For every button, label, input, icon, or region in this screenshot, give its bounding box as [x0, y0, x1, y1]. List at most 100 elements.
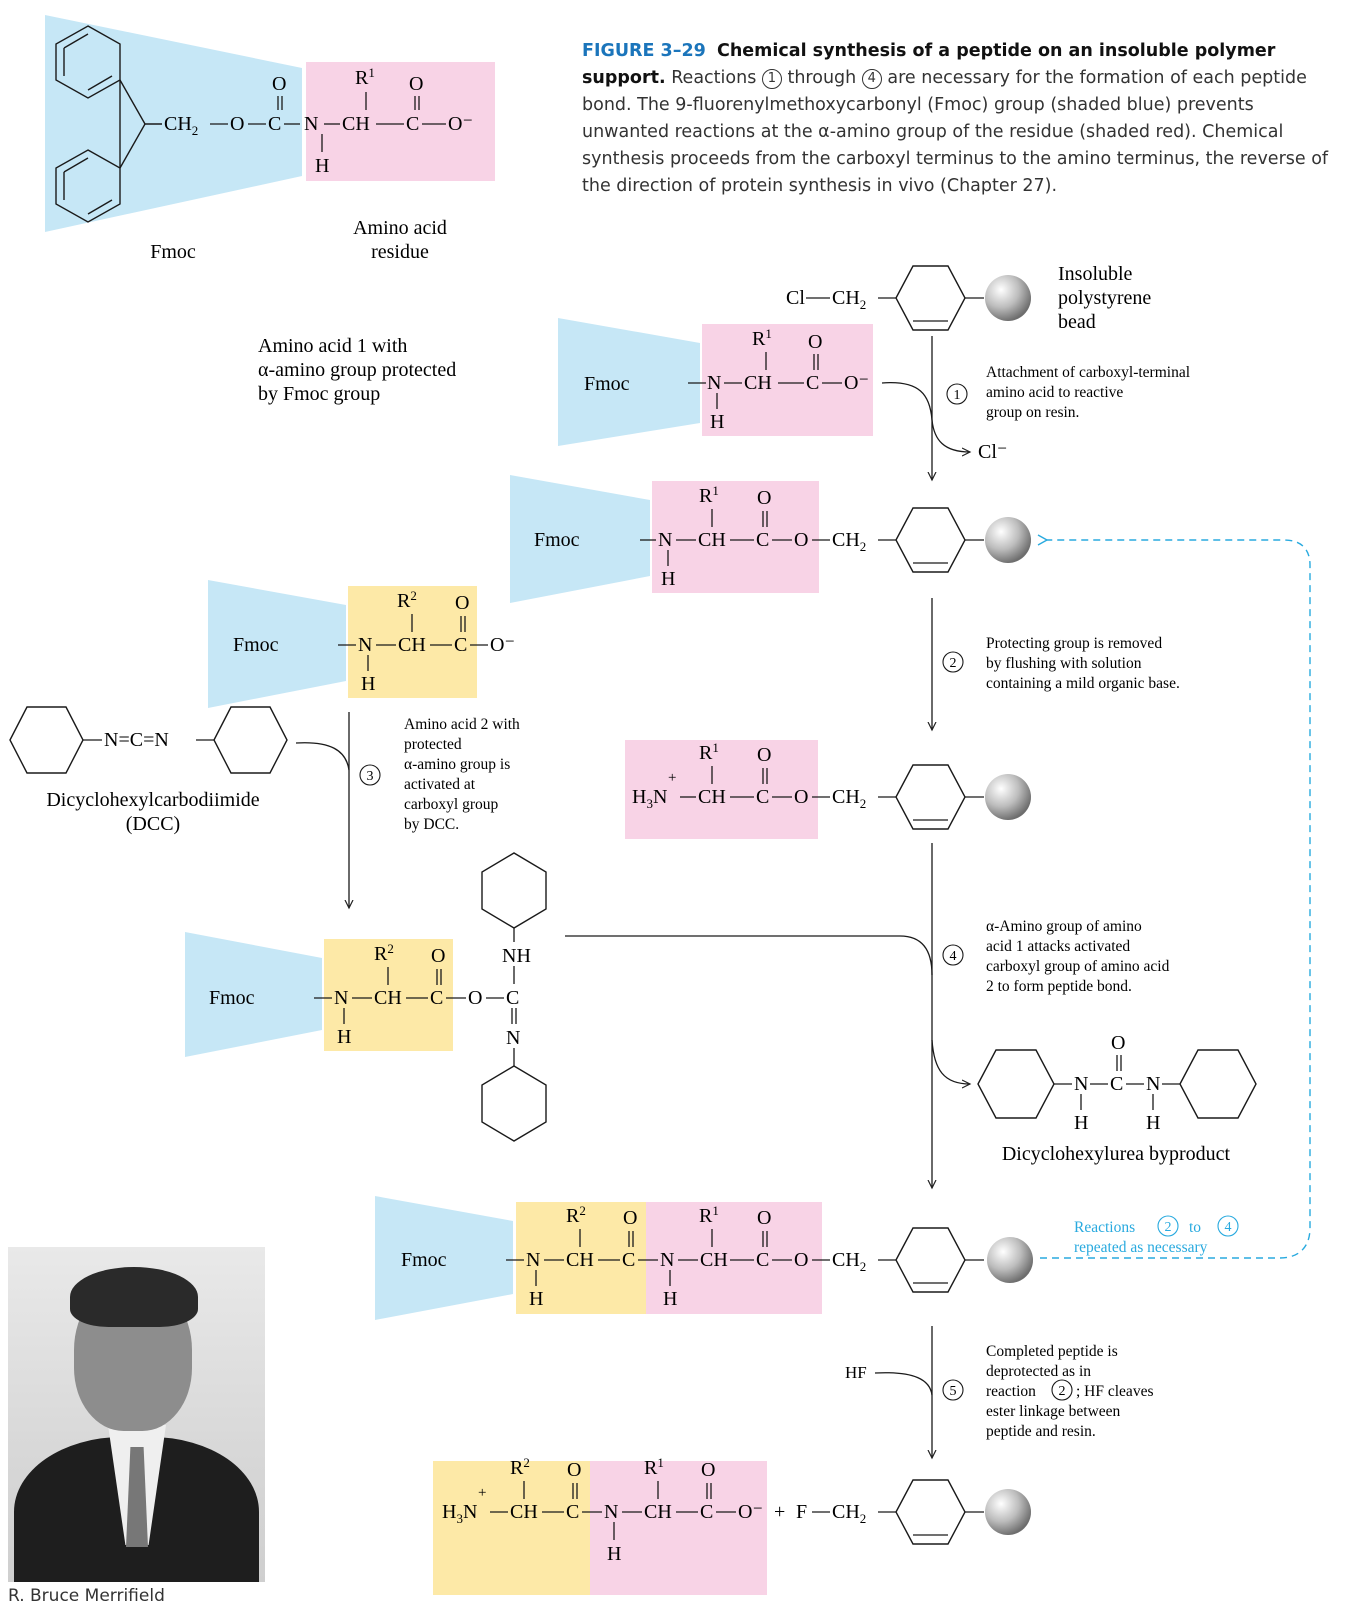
- bead-icon: [985, 1489, 1031, 1535]
- fluorene-ring: [55, 25, 162, 223]
- dp-n2: N: [526, 1249, 540, 1271]
- portrait-hair: [70, 1267, 198, 1327]
- step-3-number: 3: [367, 769, 374, 784]
- aa1-ominus: O⁻: [844, 372, 869, 394]
- chloride-ion: Cl⁻: [978, 441, 1007, 463]
- aa2-ominus: O⁻: [490, 634, 515, 656]
- step-2-text-3: containing a mild organic base.: [986, 675, 1180, 692]
- resin-ch2: CH2: [832, 287, 866, 312]
- repeat-num-a: 2: [1165, 1220, 1172, 1235]
- step-2-text-1: Protecting group is removed: [986, 635, 1162, 652]
- step-3-text-6: by DCC.: [404, 816, 459, 833]
- daa1-o: O: [757, 744, 771, 766]
- step-5-ref: 2: [1059, 1384, 1066, 1399]
- dp-c1: C: [756, 1249, 769, 1271]
- act-ch: CH: [374, 987, 402, 1009]
- daa1-c: C: [756, 786, 769, 808]
- step-1-text-2: amino acid to reactive: [986, 384, 1123, 401]
- dp-n1: N: [660, 1249, 674, 1271]
- aa1r-o: O: [757, 487, 771, 509]
- figure-label: FIGURE 3–29: [582, 41, 706, 61]
- act-h: H: [337, 1026, 351, 1048]
- aa1-fmoc-label: Fmoc: [584, 373, 630, 395]
- act-ester-o: O: [468, 987, 482, 1009]
- urea-h2: H: [1146, 1112, 1160, 1134]
- aa1-label-2: α-amino group protected: [258, 359, 456, 381]
- legend-carbonyl-c: C: [268, 113, 281, 135]
- repeat-text-line2: repeated as necessary: [1074, 1239, 1208, 1256]
- repeat-text-mid: to: [1189, 1219, 1201, 1236]
- fmoc-aa1-resin: Fmoc N H CH R1 C O O CH2: [510, 475, 1031, 603]
- resin-cl: Cl: [786, 287, 805, 309]
- hf-reagent: HF: [845, 1363, 867, 1382]
- act-o: O: [431, 945, 445, 967]
- dp-ch1: CH: [700, 1249, 728, 1271]
- act-c: C: [430, 987, 443, 1009]
- final-products: H3N + CH R2 C O N H CH R1 C O O⁻ + F CH2: [433, 1455, 1031, 1595]
- aa1-h: H: [710, 411, 724, 433]
- legend-ch2: CH2: [164, 113, 198, 138]
- dcc-ncn: N=C=N: [104, 729, 169, 751]
- step-3-text-4: activated at: [404, 776, 476, 793]
- step-5-number: 5: [950, 1384, 957, 1399]
- step-3-text-2: protected: [404, 736, 462, 753]
- repeat-text-pre: Reactions: [1074, 1219, 1135, 1236]
- aa1r-ch: CH: [698, 529, 726, 551]
- act-r2: R2: [374, 941, 394, 965]
- portrait-tie: [126, 1447, 148, 1547]
- dcc-abbr: (DCC): [126, 813, 180, 835]
- step-5-text-5: peptide and resin.: [986, 1423, 1096, 1440]
- act-n: N: [334, 987, 348, 1009]
- legend-residue-label-2: residue: [371, 241, 429, 263]
- aa1r-fmoc-label: Fmoc: [534, 529, 580, 551]
- act-iso-n: N: [506, 1027, 520, 1049]
- caption-mid: through: [787, 68, 857, 88]
- daa1-ch2: CH2: [832, 786, 866, 811]
- merrifield-portrait: [8, 1247, 265, 1582]
- dp-ch2: CH: [566, 1249, 594, 1271]
- aa1r-n: N: [658, 529, 672, 551]
- caption-circle-4: 4: [861, 69, 882, 89]
- repeat-num-b: 4: [1225, 1220, 1232, 1235]
- figure-caption: FIGURE 3–29 Chemical synthesis of a pept…: [582, 38, 1342, 200]
- step-5: HF 5 Completed peptide is deprotected as…: [845, 1326, 1153, 1458]
- aa1-n: N: [707, 372, 721, 394]
- aa2-c: C: [454, 634, 467, 656]
- fin-ominus: O⁻: [738, 1501, 763, 1523]
- aa1-o: O: [808, 331, 822, 353]
- aa1r-r1: R1: [699, 483, 719, 507]
- legend-fmoc-label: Fmoc: [150, 241, 196, 263]
- fin-n1: N: [604, 1501, 618, 1523]
- residue-shade: [306, 62, 495, 181]
- legend-h: H: [315, 155, 329, 177]
- legend-ester-o: O: [230, 113, 244, 135]
- step-3-text-5: carboxyl group: [404, 796, 499, 813]
- step-4-text-1: α-Amino group of amino: [986, 918, 1142, 935]
- amino-acid-2: Fmoc N H CH R2 C O O⁻: [208, 580, 515, 708]
- resin-start: Cl CH2 Insoluble polystyrene bead: [786, 263, 1151, 333]
- urea-n1: N: [1074, 1073, 1088, 1095]
- step-4-text-2: acid 1 attacks activated: [986, 938, 1130, 955]
- urea-label: Dicyclohexylurea byproduct: [1002, 1143, 1231, 1165]
- step-5-text-3b: ; HF cleaves: [1076, 1383, 1153, 1400]
- caption-circle-1: 1: [761, 69, 782, 89]
- aa1-c: C: [806, 372, 819, 394]
- fin-ch2-link: CH2: [832, 1501, 866, 1526]
- step-1-text-3: group on resin.: [986, 404, 1079, 421]
- step-2-text-2: by flushing with solution: [986, 655, 1142, 672]
- figure-heading: Chemical synthesis of a peptide on an in…: [582, 41, 1276, 88]
- aa1-ch: CH: [744, 372, 772, 394]
- step-4: 4 α-Amino group of amino acid 1 attacks …: [565, 843, 1170, 1188]
- step-4-text-3: carboxyl group of amino acid: [986, 958, 1170, 975]
- aa2-ch: CH: [398, 634, 426, 656]
- step-1-number: 1: [954, 388, 961, 403]
- fin-r2: R2: [510, 1455, 530, 1479]
- aa1r-h: H: [661, 568, 675, 590]
- aa2-n: N: [358, 634, 372, 656]
- act-iso-c: C: [506, 987, 519, 1009]
- urea-o: O: [1111, 1032, 1125, 1054]
- dp-h2: H: [529, 1288, 543, 1310]
- step-3: 3 Amino acid 2 with protected α-amino gr…: [295, 712, 520, 908]
- dcc-molecule: N=C=N Dicyclohexylcarbodiimide (DCC): [9, 706, 288, 835]
- act-fmoc-label: Fmoc: [209, 987, 255, 1009]
